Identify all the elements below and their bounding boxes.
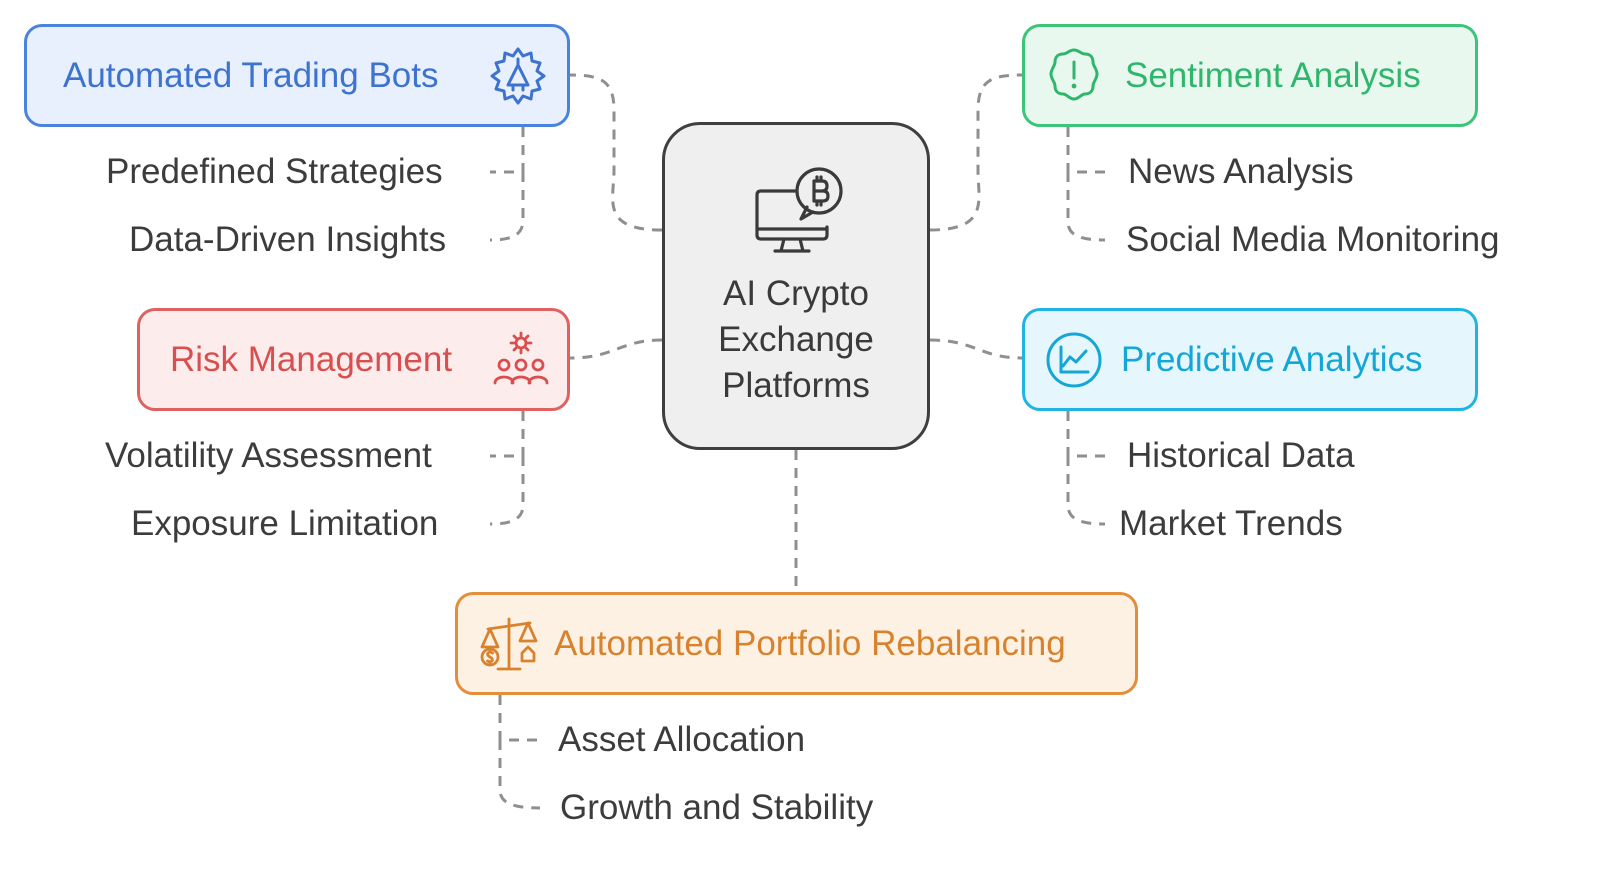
connector-center-trading (569, 73, 663, 232)
sub-item-market-trends: Market Trends (1119, 504, 1343, 543)
connector-center-risk (569, 338, 663, 360)
central-title-line-1: AI Crypto (723, 274, 869, 313)
sub-item-exposure-limitation: Exposure Limitation (131, 504, 439, 543)
connector-sentiment-sub1 (1066, 127, 1105, 174)
line-chart-icon (1046, 332, 1102, 388)
sub-item-news-analysis: News Analysis (1128, 152, 1354, 191)
node-label: Predictive Analytics (1121, 339, 1423, 379)
connector-risk-sub1 (490, 411, 525, 458)
node-automated-trading-bots: Automated Trading Bots (24, 24, 570, 127)
connector-portfolio-sub2 (498, 740, 541, 810)
central-topic-node: AI Crypto Exchange Platforms (662, 122, 930, 450)
central-title-line-3: Platforms (722, 366, 870, 405)
node-label: Automated Trading Bots (63, 55, 439, 95)
bitcoin-monitor-icon (755, 167, 843, 253)
sub-item-historical-data: Historical Data (1127, 436, 1355, 475)
central-title-line-2: Exchange (718, 320, 874, 359)
node-sentiment-analysis: Sentiment Analysis (1022, 24, 1478, 127)
sub-item-volatility-assessment: Volatility Assessment (105, 436, 432, 475)
sub-item-predefined-strategies: Predefined Strategies (106, 152, 443, 191)
connector-predictive-sub1 (1066, 411, 1105, 458)
node-risk-management: Risk Management (137, 308, 570, 411)
node-automated-portfolio-rebalancing: Automated Portfolio Rebalancing (455, 592, 1138, 695)
node-label: Automated Portfolio Rebalancing (554, 623, 1066, 663)
connector-portfolio-sub1 (498, 695, 540, 742)
balance-scale-icon (480, 617, 538, 671)
connector-trading-sub1 (490, 127, 525, 174)
central-topic-title: AI Crypto Exchange Platforms (665, 271, 927, 409)
alert-badge-icon (1049, 48, 1099, 101)
connector-risk-sub2 (489, 456, 525, 526)
gear-rocket-icon (490, 47, 546, 105)
sub-item-asset-allocation: Asset Allocation (558, 720, 806, 759)
node-predictive-analytics: Predictive Analytics (1022, 308, 1478, 411)
sub-item-growth-and-stability: Growth and Stability (560, 788, 874, 827)
node-label: Risk Management (170, 339, 453, 379)
team-gear-icon (493, 331, 549, 385)
connector-center-sentiment (929, 73, 1023, 232)
connector-sentiment-sub2 (1066, 172, 1106, 242)
connector-predictive-sub2 (1066, 456, 1106, 526)
connector-center-predictive (929, 338, 1023, 360)
connector-trading-sub2 (489, 172, 525, 242)
sub-item-social-media-monitoring: Social Media Monitoring (1126, 220, 1500, 259)
sub-item-data-driven-insights: Data-Driven Insights (129, 220, 447, 259)
node-label: Sentiment Analysis (1125, 55, 1421, 95)
